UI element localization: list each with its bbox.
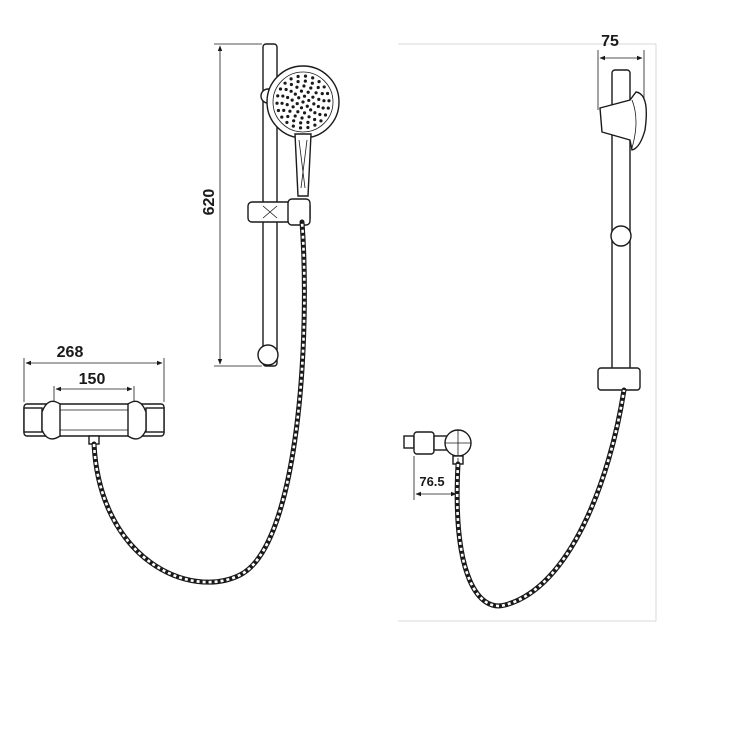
nozzle-dot: [312, 102, 316, 106]
nozzle-dot: [280, 115, 284, 119]
nozzle-dot: [316, 85, 320, 90]
nozzle-dot: [317, 97, 321, 101]
nozzle-dot: [289, 89, 293, 93]
nozzle-dot: [299, 89, 304, 93]
nozzle-dot: [310, 81, 314, 85]
nozzle-dot: [289, 82, 293, 87]
nozzle-dot: [305, 104, 309, 108]
nozzle-dot: [313, 117, 317, 122]
nozzle-dot: [322, 99, 326, 103]
nozzle-dot: [278, 87, 283, 91]
nozzle-dot: [301, 100, 305, 104]
nozzle-dot: [297, 96, 301, 100]
nozzle-dot: [291, 124, 295, 128]
rail-height-label: 620: [201, 189, 218, 216]
nozzle-dot: [291, 105, 295, 109]
nozzle-dot: [288, 109, 292, 113]
nozzle-dot: [306, 120, 310, 125]
nozzle-dot: [303, 74, 308, 78]
nozzle-dot: [295, 101, 299, 106]
dimension-valve-width: 268: [23, 344, 165, 402]
nozzle-dot: [296, 79, 300, 84]
nozzle-dot: [286, 114, 290, 119]
dimension-rail-height: 620: [201, 43, 262, 367]
nozzle-dot: [323, 113, 328, 117]
nozzle-dot: [318, 112, 322, 117]
nozzle-dot: [300, 116, 304, 120]
nozzle-dot: [299, 121, 303, 125]
nozzle-dot: [325, 91, 330, 96]
nozzle-dot: [299, 106, 304, 110]
nozzle-dot: [285, 103, 289, 107]
valve-width-label: 268: [57, 344, 84, 361]
nozzle-dot: [307, 98, 311, 103]
nozzle-dot: [283, 81, 287, 85]
nozzle-dot: [322, 85, 326, 89]
nozzle-dot: [326, 106, 330, 110]
nozzle-dot: [313, 111, 317, 115]
nozzle-dot: [295, 85, 299, 89]
front-slider-bracket: [247, 198, 311, 226]
nozzle-dot: [282, 108, 286, 112]
nozzle-dot: [276, 94, 280, 98]
nozzle-dot: [303, 79, 307, 83]
nozzle-dot: [311, 76, 315, 80]
rail-projection-label: 75: [601, 33, 619, 50]
shower-head-nozzles: [275, 74, 331, 130]
front-hose: [91, 219, 307, 585]
nozzle-dot: [307, 115, 311, 119]
nozzle-dot: [313, 123, 317, 127]
nozzle-dot: [319, 119, 323, 123]
side-hose: [454, 387, 627, 609]
nozzle-dot: [311, 95, 315, 99]
nozzle-dot: [309, 86, 313, 90]
dimension-valve-projection: 76.5: [413, 456, 459, 500]
nozzle-dot: [302, 94, 307, 98]
nozzle-dot: [309, 108, 313, 112]
nozzle-dot: [314, 91, 318, 95]
dimension-valve-centres: 150: [53, 371, 135, 402]
nozzle-dot: [286, 95, 290, 100]
nozzle-dot: [317, 79, 321, 84]
valve-projection-label: 76.5: [419, 474, 444, 489]
front-view: 620 268 150: [23, 43, 340, 585]
nozzle-dot: [289, 77, 293, 81]
nozzle-dot: [306, 90, 310, 94]
nozzle-dot: [284, 87, 288, 92]
nozzle-dot: [298, 126, 303, 130]
nozzle-dot: [275, 101, 279, 105]
front-thermostatic-valve: [23, 400, 165, 445]
dimension-rail-projection: 75: [597, 33, 645, 110]
nozzle-dot: [320, 92, 324, 96]
side-view: 75 76.5: [398, 33, 657, 622]
side-slider-bracket: [597, 367, 641, 391]
nozzle-dot: [293, 92, 297, 96]
nozzle-dot: [302, 84, 306, 88]
nozzle-dot: [296, 110, 300, 114]
nozzle-dot: [293, 114, 297, 118]
side-shower-head: [599, 91, 648, 151]
nozzle-dot: [276, 108, 281, 113]
nozzle-dot: [280, 101, 284, 105]
nozzle-dot: [281, 94, 285, 98]
valve-centres-label: 150: [79, 371, 106, 388]
nozzle-dot: [306, 125, 310, 130]
nozzle-dot: [290, 98, 294, 102]
nozzle-dot: [302, 111, 307, 115]
nozzle-dot: [316, 104, 320, 109]
nozzle-dot: [327, 99, 331, 103]
nozzle-dot: [292, 119, 296, 123]
nozzle-dot: [296, 74, 300, 79]
nozzle-dot: [321, 106, 325, 110]
nozzle-dot: [285, 120, 289, 125]
front-shower-head: [266, 65, 340, 197]
